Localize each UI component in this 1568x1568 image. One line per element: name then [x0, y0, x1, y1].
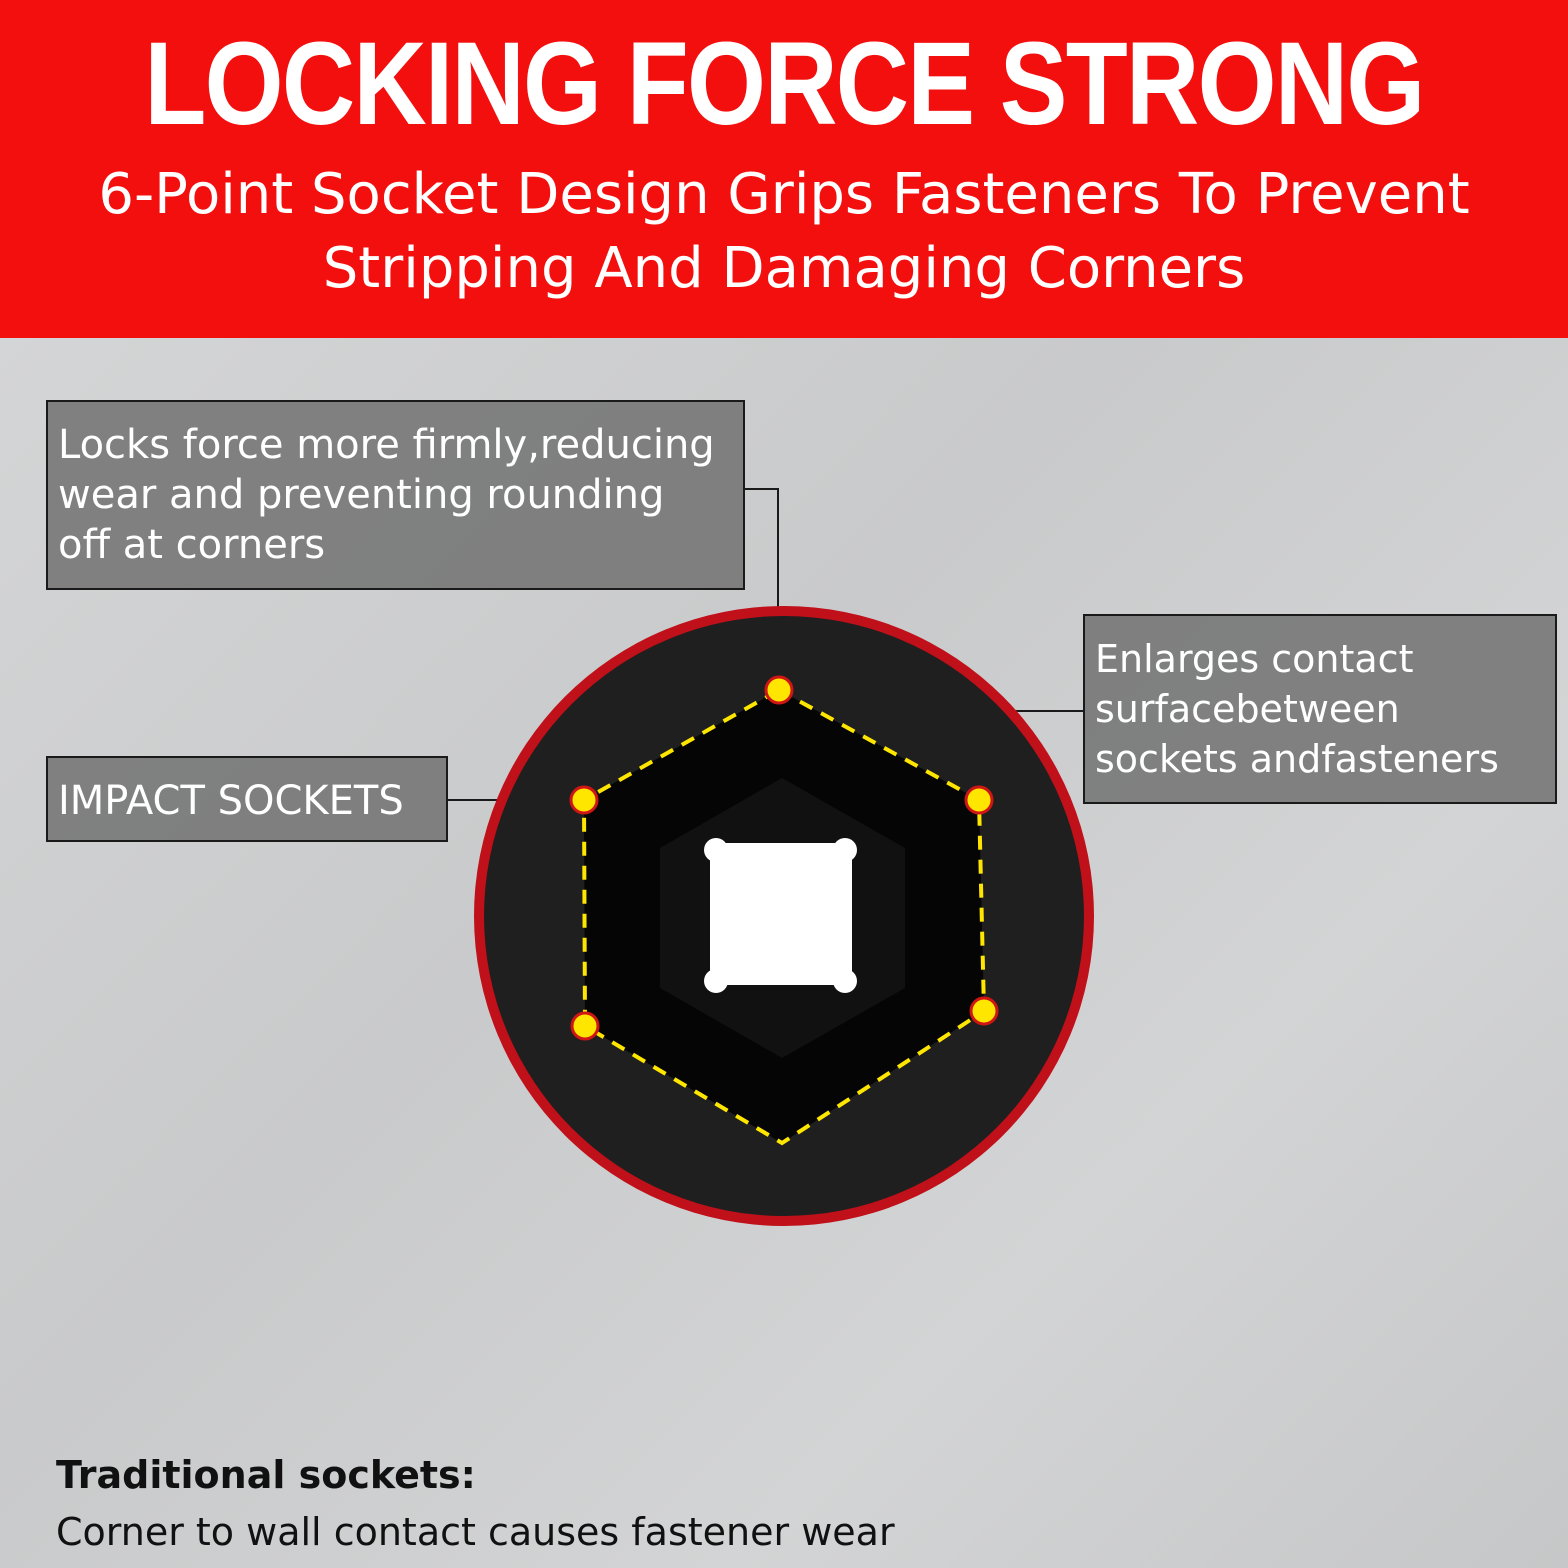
- note-body: Corner to wall contact causes fastener w…: [56, 1510, 895, 1554]
- callout-text: wear and preventing rounding: [58, 472, 665, 518]
- callout-text: IMPACT SOCKETS: [58, 778, 404, 824]
- callout-text: Enlarges contact: [1095, 637, 1414, 681]
- drive-corner: [704, 969, 728, 993]
- square-drive-hole: [710, 843, 852, 985]
- callout-locks-force: Locks force more firmly,reducing wear an…: [46, 400, 745, 590]
- callout-text: Locks force more firmly,reducing: [58, 422, 715, 468]
- contact-point-marker: [570, 1011, 600, 1041]
- callout-text: sockets andfasteners: [1095, 737, 1499, 781]
- callout-text: off at corners: [58, 522, 326, 568]
- page-subtitle: 6-Point Socket Design Grips Fasteners To…: [0, 158, 1568, 306]
- callout-enlarges-contact: Enlarges contact surfacebetween sockets …: [1083, 614, 1557, 804]
- subtitle-line-2: Stripping And Damaging Corners: [322, 236, 1246, 301]
- page-title: LOCKING FORCE STRONG: [144, 18, 1425, 150]
- drive-corner: [833, 838, 857, 862]
- traditional-sockets-note: Traditional sockets: Corner to wall cont…: [56, 1448, 895, 1562]
- drive-corner: [833, 969, 857, 993]
- callout-impact-sockets: IMPACT SOCKETS: [46, 756, 448, 842]
- header-banner: LOCKING FORCE STRONG 6-Point Socket Desi…: [0, 0, 1568, 338]
- contact-point-marker: [569, 785, 599, 815]
- callout-text: surfacebetween: [1095, 687, 1400, 731]
- subtitle-line-1: 6-Point Socket Design Grips Fasteners To…: [98, 162, 1470, 227]
- contact-point-marker: [964, 785, 994, 815]
- contact-point-marker: [764, 675, 794, 705]
- contact-point-marker: [969, 996, 999, 1026]
- drive-corner: [704, 838, 728, 862]
- note-title: Traditional sockets:: [56, 1453, 476, 1497]
